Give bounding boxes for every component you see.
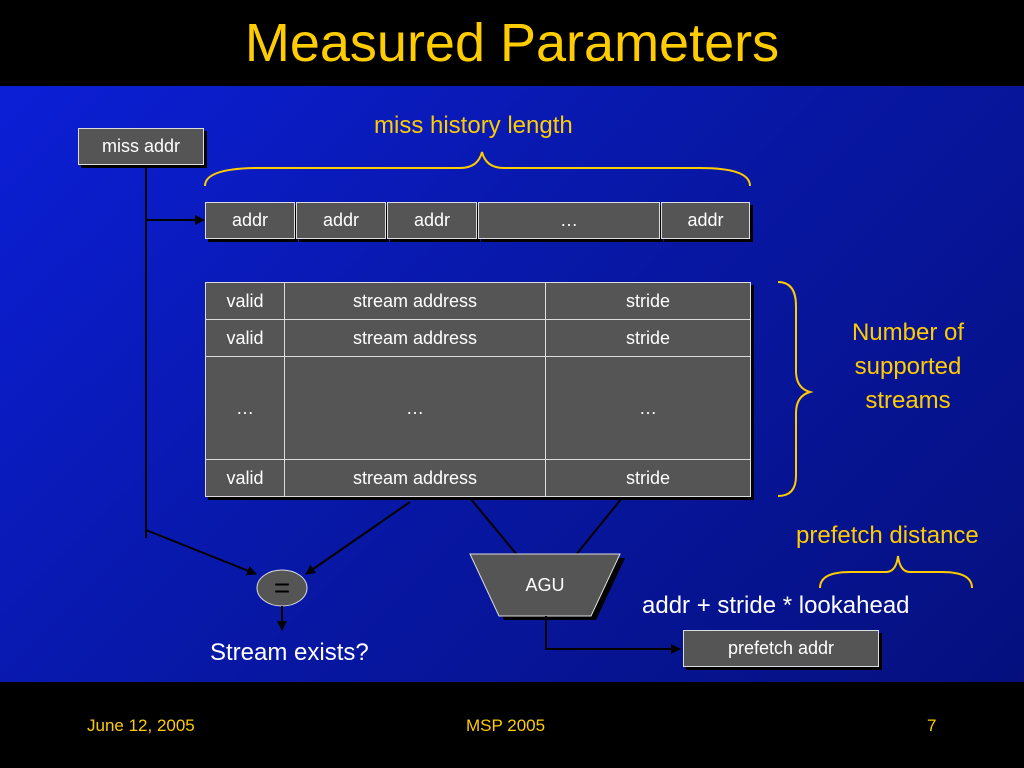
miss-addr-box: miss addr [78,128,204,165]
miss-addr-label: miss addr [101,136,181,156]
history-cell: addr [296,202,386,239]
connector-layer [145,151,973,654]
valid-cell: valid [205,319,285,357]
stream-address-cell: stream address [284,459,546,497]
table-row: valid stream address stride [205,459,751,497]
table-row: … … … [205,356,751,460]
miss-history-label: miss history length [374,112,573,139]
footer-date: June 12, 2005 [87,716,195,735]
agu-label: AGU [525,575,565,595]
stream-address-cell: stream address [284,319,546,357]
streams-brace [777,281,814,497]
valid-cell: valid [205,282,285,320]
table-to-agu-1 [469,497,519,557]
formula-label: addr + stride * lookahead [642,592,910,619]
valid-cell: valid [205,459,285,497]
streams-label-line: streams [865,387,951,414]
slide-title: Measured Parameters [244,13,780,73]
agu-to-prefetch [545,616,681,654]
table-to-compare [305,501,411,575]
prefetch-addr-label: prefetch addr [727,638,835,658]
footer-page-number: 7 [927,716,937,735]
streams-label: Number of supported streams [820,316,996,418]
agu-shape [469,553,621,617]
stream-address-cell: stream address [284,282,546,320]
history-cell: … [478,202,660,239]
streams-label-line: supported [854,353,962,380]
table-to-agu-2 [574,497,623,557]
prefetch-distance-brace [819,555,973,589]
history-brace [204,151,751,187]
stream-table: valid stream address stride valid stream… [205,282,751,497]
stride-cell: stride [545,282,751,320]
stride-cell: stride [545,459,751,497]
table-row: valid stream address stride [205,282,751,320]
streams-label-line: Number of [851,319,965,346]
footer: June 12, 2005 MSP 2005 7 [0,682,1024,768]
table-row: valid stream address stride [205,319,751,357]
stride-cell: stride [545,319,751,357]
history-cell: addr [205,202,295,239]
stream-exists-label: Stream exists? [210,639,369,666]
compare-symbol: = [273,572,291,603]
miss-addr-to-compare [145,529,257,576]
history-cell: addr [661,202,750,239]
title-bar: Measured Parameters [0,0,1024,86]
ellipsis-cell: … [545,356,751,460]
history-cell: addr [387,202,477,239]
prefetch-addr-box: prefetch addr [683,630,879,667]
ellipsis-cell: … [205,356,285,460]
footer-conference: MSP 2005 [466,716,546,735]
diagram-panel: miss addr miss history length addr addr … [0,86,1024,682]
ellipsis-cell: … [284,356,546,460]
prefetch-distance-label: prefetch distance [796,522,979,549]
